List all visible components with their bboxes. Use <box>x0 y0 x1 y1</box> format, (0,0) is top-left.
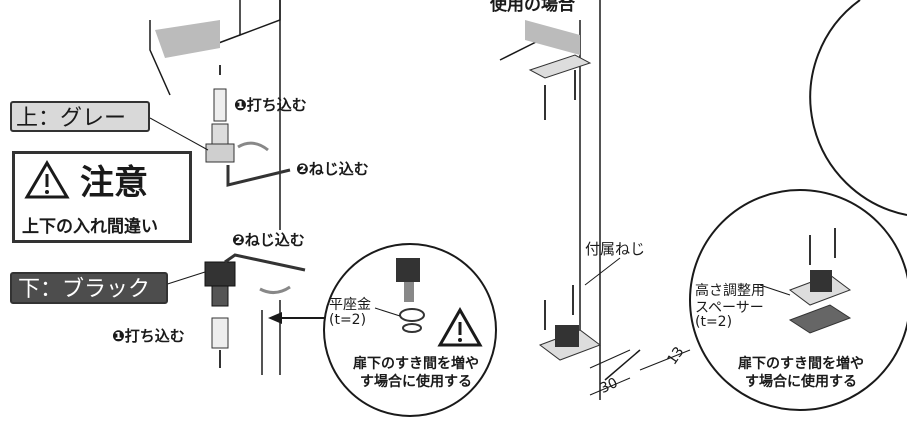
lower-part-label: 下：ブラック <box>10 272 168 304</box>
step-screw-in-upper: ❷ねじ込む <box>296 160 369 178</box>
top-right-partial-circle <box>809 0 907 216</box>
spacer-detail-circle <box>689 189 907 411</box>
caution-text: 上下の入れ間違い <box>22 217 158 237</box>
lower-black-part <box>204 261 236 368</box>
washer-note-line2: す場合に使用する <box>360 374 472 390</box>
upper-part-label: 上：グレー <box>10 101 150 132</box>
middle-bottom-plate <box>538 285 602 361</box>
spacer-note-line1: 扉下のすき間を増や <box>738 356 864 372</box>
step-drive-in-upper: ❶打ち込む <box>234 96 307 114</box>
hex-wrench-lower <box>224 253 306 272</box>
spacer-note-line2: す場合に使用する <box>745 374 857 390</box>
middle-top-plate <box>528 54 592 120</box>
washer-note: 扉下のすき間を増や す場合に使用する <box>346 355 486 391</box>
spacer-label-line1: 高さ調整用 <box>695 283 765 299</box>
rotate-arrow-lower <box>259 285 291 294</box>
step-drive-in-lower: ❶打ち込む <box>112 327 185 345</box>
middle-door-outline <box>499 0 641 400</box>
spacer-label-line2: スペーサー <box>695 300 764 316</box>
hex-wrench-upper <box>226 165 291 187</box>
upper-grey-part <box>205 65 235 163</box>
spacer-thickness: (t=2) <box>695 314 733 330</box>
washer-label: 平座金 <box>329 297 371 313</box>
washer-note-line1: 扉下のすき間を増や <box>353 356 479 372</box>
washer-detail-circle <box>323 243 497 417</box>
rotate-arrow-upper <box>237 141 269 152</box>
dimension-lines <box>589 349 691 396</box>
washer-thickness: (t=2) <box>329 312 367 328</box>
attached-screw-label: 付属ねじ <box>585 240 646 258</box>
warning-icon <box>24 160 70 199</box>
step-screw-in-lower: ❷ねじ込む <box>232 231 305 249</box>
left-top-bracket-shading <box>155 20 220 58</box>
caution-title: 注意 <box>80 163 148 203</box>
spacer-note: 扉下のすき間を増や す場合に使用する <box>726 355 876 391</box>
middle-top-bracket-shading <box>525 20 580 55</box>
top-partial-heading: 使用の場合 <box>490 0 575 15</box>
leader-lines <box>149 117 791 317</box>
